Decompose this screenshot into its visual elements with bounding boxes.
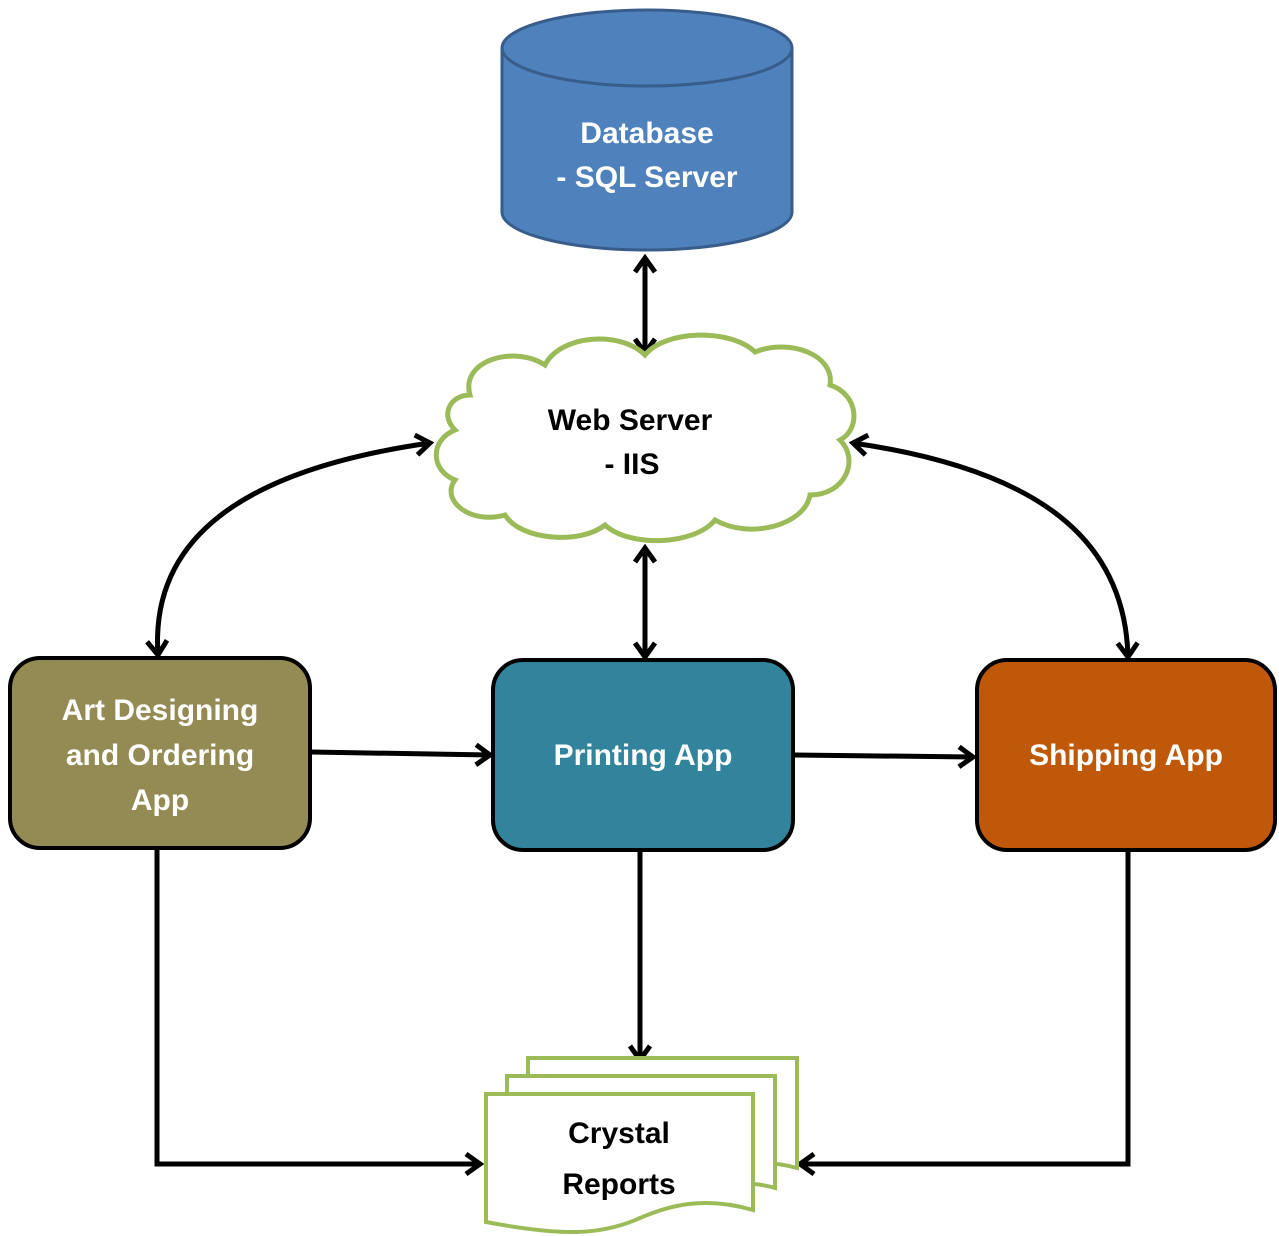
database-cylinder-top [500,8,794,88]
cloud-shape [433,332,857,543]
shipping-app-node[interactable]: Shipping App [975,658,1277,852]
shipping-app-box [975,658,1277,852]
database-label-line1: Database [580,117,713,150]
database-label-line2: - SQL Server [556,161,738,194]
connectors [157,258,1128,1164]
web-server-label-line2: - IIS [604,448,659,481]
database-node[interactable]: Database - SQL Server [500,8,794,252]
webserver-shipping-arrow [853,443,1128,657]
printing-app-node[interactable]: Printing App [491,658,795,852]
art-app-label-line2: and Ordering [66,739,254,772]
shipping-app-label: Shipping App [1029,739,1223,772]
printing-app-label: Printing App [554,739,733,772]
shipping-reports-arrow [800,850,1131,1164]
crystal-reports-label-line1: Crystal [568,1117,670,1150]
document-front [484,1092,755,1235]
webserver-art-arrow [158,443,430,655]
art-app-label-line3: App [131,784,189,817]
web-server-label-line1: Web Server [548,404,713,437]
web-server-node[interactable]: Web Server - IIS [433,332,857,543]
crystal-reports-node[interactable]: Crystal Reports [484,1056,799,1235]
printing-app-box [491,658,795,852]
database-cylinder-body [500,48,794,252]
art-app-label-line1: Art Designing [62,694,259,727]
art-app-node[interactable]: Art Designing and Ordering App [8,656,312,850]
art-reports-arrow [154,850,480,1164]
crystal-reports-label-line2: Reports [562,1168,675,1201]
art-printing-arrow [310,752,490,755]
printing-shipping-arrow [793,755,973,757]
art-app-box [8,656,312,850]
